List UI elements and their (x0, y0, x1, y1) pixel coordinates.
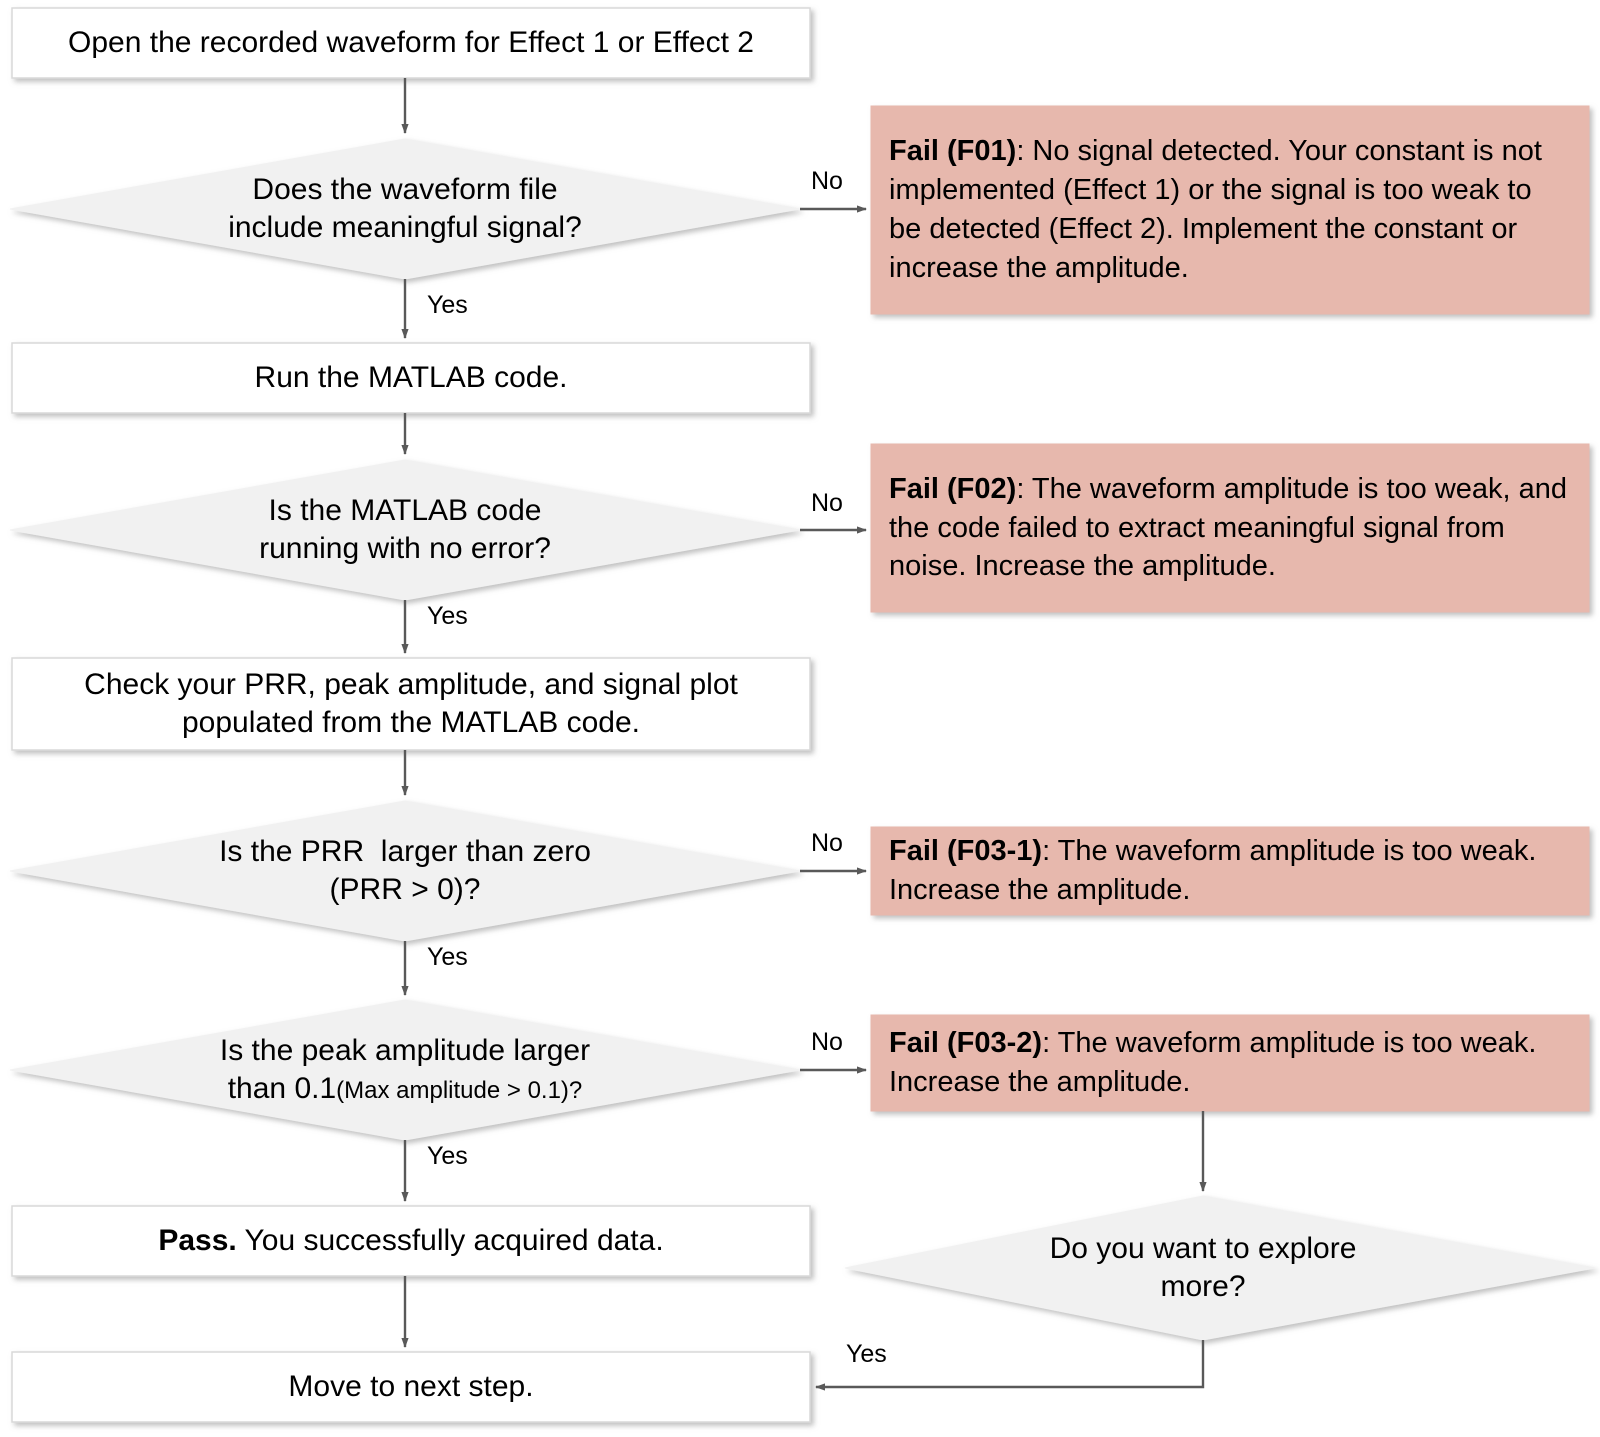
node-f03-2-shape (870, 1014, 1590, 1112)
node-next-shape (11, 1351, 811, 1423)
node-move-to-next-step[interactable] (12, 1352, 810, 1422)
node-pass-shape (11, 1205, 811, 1277)
node-check-shape (11, 657, 811, 751)
node-fail-f02[interactable] (871, 444, 1589, 612)
node-start-shape (11, 7, 811, 79)
node-decision-waveform-signal[interactable] (10, 139, 800, 279)
node-fail-f01[interactable] (871, 106, 1589, 314)
node-decision-matlab-no-error[interactable] (10, 460, 800, 600)
node-start[interactable] (12, 8, 810, 78)
node-decision-peak-amplitude[interactable] (10, 1000, 800, 1140)
node-check-outputs[interactable] (12, 658, 810, 750)
node-fail-f03-1[interactable] (871, 827, 1589, 915)
node-f03-1-shape (870, 826, 1590, 916)
node-f01-shape (870, 105, 1590, 315)
node-run-shape (11, 342, 811, 414)
node-fail-f03-2[interactable] (871, 1015, 1589, 1111)
node-f02-shape (870, 443, 1590, 613)
edge-explore-to-next (815, 1340, 1205, 1391)
node-decision-prr[interactable] (10, 801, 800, 941)
node-run-matlab[interactable] (12, 343, 810, 413)
node-pass[interactable] (12, 1206, 810, 1276)
node-decision-explore-more[interactable] (845, 1196, 1595, 1340)
